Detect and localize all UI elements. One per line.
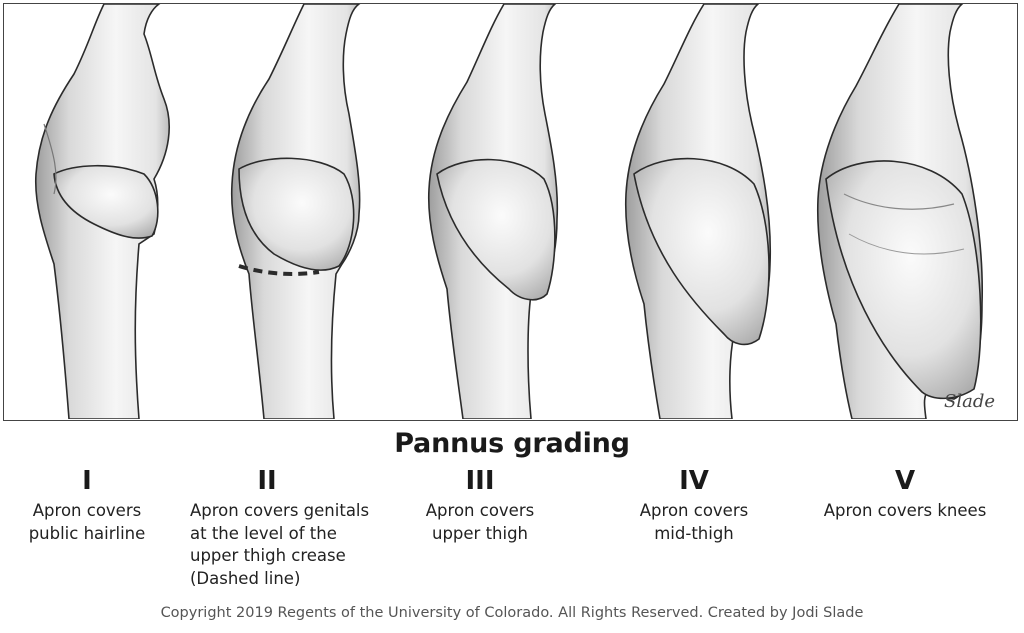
grade-3-line-2: upper thigh — [431, 523, 529, 543]
grade-2-caption: II Apron covers genitals at the level of… — [182, 466, 392, 590]
grade-2-line-4: (Dashed line) — [190, 568, 301, 588]
pannus-shape — [238, 157, 355, 271]
figure-grade-1 — [34, 4, 170, 419]
figure-grade-5 — [816, 4, 984, 419]
grade-1-numeral: I — [82, 466, 92, 496]
grade-5-numeral: V — [894, 466, 916, 496]
upper-thigh-crease-dashed-line — [238, 264, 320, 276]
pannus-shape — [53, 164, 159, 239]
grade-2-line-3: upper thigh crease — [190, 546, 346, 565]
grade-1-caption: I Apron covers public hairline — [0, 466, 192, 545]
grade-3-description: Apron covers upper thigh — [375, 500, 585, 545]
figure-grade-4 — [624, 4, 772, 419]
grade-4-line-2: mid-thigh — [654, 523, 734, 543]
grade-5-line-1: Apron covers knees — [823, 501, 987, 520]
grade-4-numeral: IV — [679, 466, 709, 496]
diagram-title: Pannus grading — [394, 428, 630, 459]
grade-2-description: Apron covers genitals at the level of th… — [182, 500, 392, 590]
figure-grade-3 — [427, 4, 559, 419]
grade-4-line-1: Apron covers — [639, 501, 749, 520]
grade-3-numeral: III — [465, 466, 495, 496]
grade-2-numeral: II — [257, 466, 277, 496]
grade-1-line-1: Apron covers — [32, 501, 142, 520]
grade-3-line-1: Apron covers — [425, 501, 535, 520]
pannus-shape — [436, 158, 556, 301]
grade-4-description: Apron covers mid-thigh — [589, 500, 799, 545]
grade-5-description: Apron covers knees — [800, 500, 1010, 523]
grade-5-caption: V Apron covers knees — [800, 466, 1010, 523]
grade-1-line-2: public hairline — [28, 523, 146, 543]
grade-3-caption: III Apron covers upper thigh — [375, 466, 585, 545]
grade-1-description: Apron covers public hairline — [0, 500, 192, 545]
figure-grade-2 — [230, 4, 361, 419]
copyright-notice: Copyright 2019 Regents of the University… — [160, 605, 864, 621]
figure-frame: Slade — [3, 3, 1018, 421]
grade-4-caption: IV Apron covers mid-thigh — [589, 466, 799, 545]
pannus-illustration: Slade — [34, 4, 995, 419]
grade-2-line-1: Apron covers genitals — [190, 501, 370, 520]
pannus-shape — [633, 157, 770, 346]
grade-2-line-2: at the level of the — [190, 523, 337, 543]
artist-signature: Slade — [944, 391, 995, 412]
pannus-shape — [825, 160, 982, 400]
